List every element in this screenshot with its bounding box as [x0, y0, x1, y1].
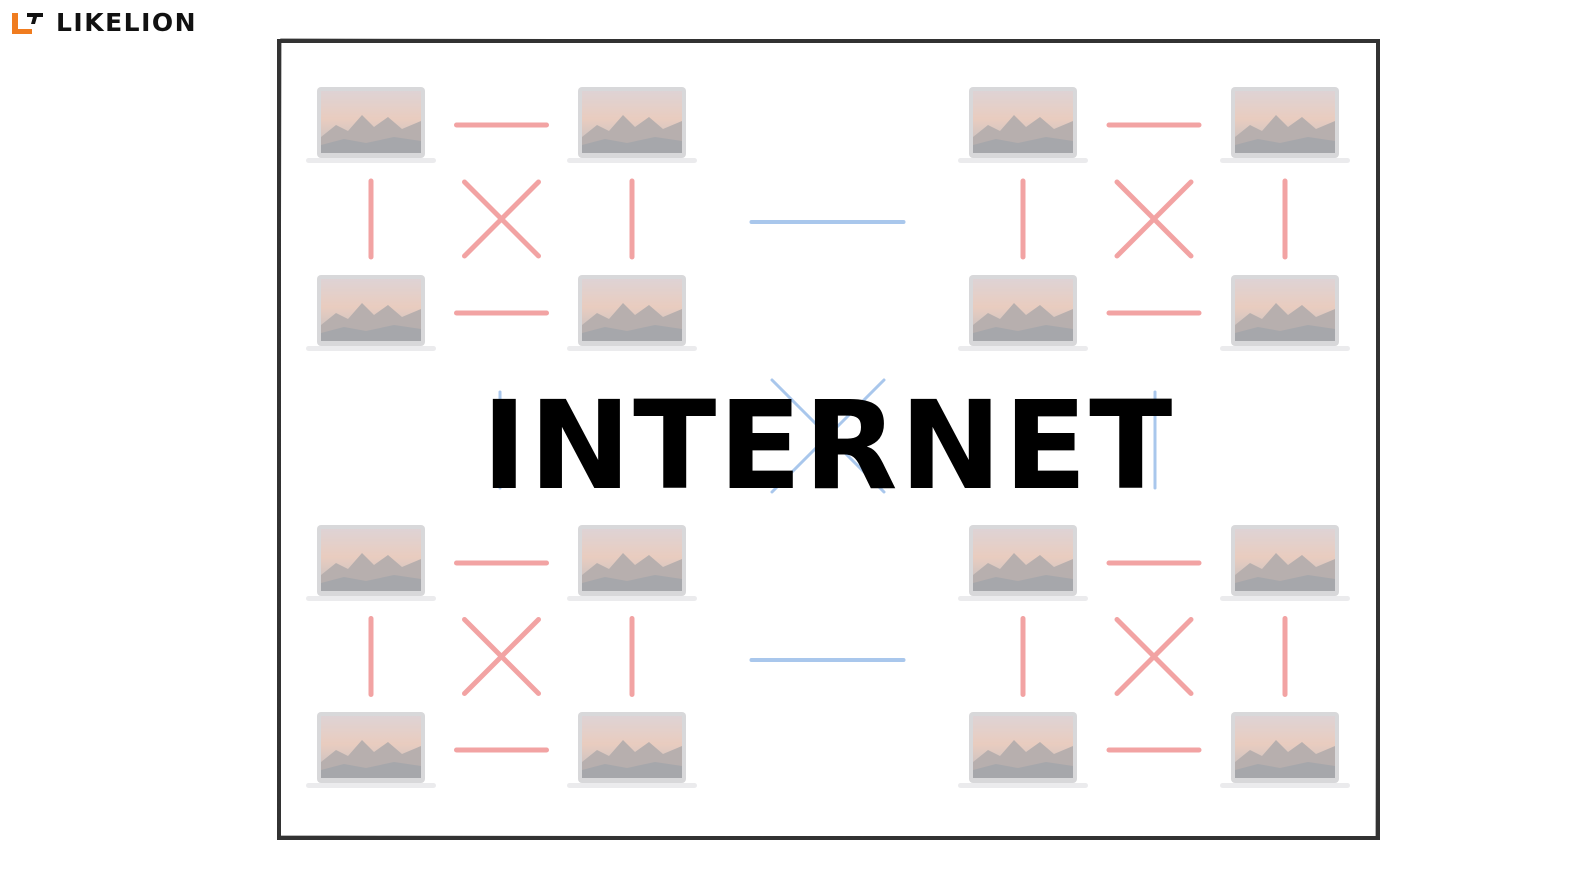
laptop-icon — [567, 525, 697, 601]
diagram-frame — [277, 38, 1380, 840]
bridge-link — [770, 378, 886, 494]
laptop-icon — [958, 712, 1088, 788]
laptop-icon — [567, 275, 697, 351]
laptop-icon — [306, 712, 436, 788]
laptop-icon — [1220, 525, 1350, 601]
local-link — [1114, 179, 1194, 259]
laptop-icon — [306, 275, 436, 351]
likelion-logo-icon — [12, 13, 43, 34]
network-links — [368, 122, 1288, 753]
local-link — [462, 617, 541, 696]
internet-title: INTERNET — [482, 375, 1175, 517]
laptop-icon — [1220, 712, 1350, 788]
laptop-icon — [958, 275, 1088, 351]
laptop-icon — [306, 525, 436, 601]
local-link — [1114, 617, 1194, 696]
local-link — [462, 179, 541, 259]
laptop-icon — [1220, 275, 1350, 351]
laptop-icon — [958, 87, 1088, 163]
laptop-icon — [567, 87, 697, 163]
brand-logo: LIKELION — [10, 6, 197, 38]
brand-name: LIKELION — [56, 7, 198, 37]
laptop-icon — [958, 525, 1088, 601]
laptop-icon — [306, 87, 436, 163]
laptop-icon — [567, 712, 697, 788]
laptop-icon — [1220, 87, 1350, 163]
